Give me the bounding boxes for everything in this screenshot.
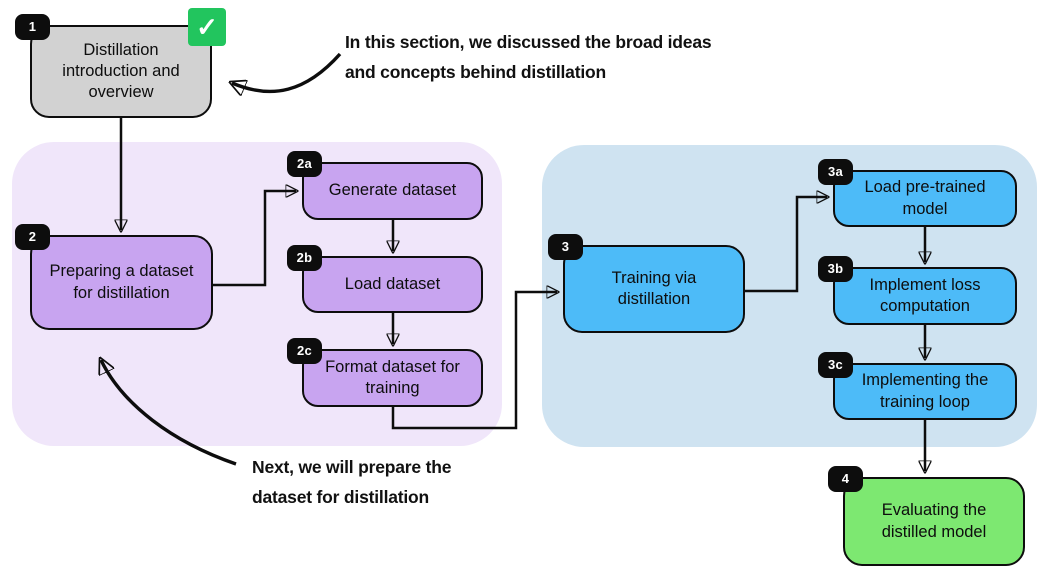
step-2b-badge: 2b (287, 245, 322, 271)
step-3b-badge: 3b (818, 256, 853, 282)
step-2c-badge: 2c (287, 338, 322, 364)
step-1-box: 1 Distillation introduction and overview (15, 14, 212, 118)
step-2c-box: 2c Format dataset for training (287, 338, 483, 407)
step-2a-label: Generate dataset (328, 181, 457, 200)
intro-note-arrow (232, 52, 342, 91)
step-3c-label: Implementing the training loop (861, 371, 989, 411)
connector-2-to-2a (213, 191, 296, 287)
step-1-label: Distillation introduction and overview (62, 40, 180, 102)
step-4-label: Evaluating the distilled model (881, 501, 987, 541)
step-4-badge: 4 (828, 466, 863, 492)
step-3a-box: 3a Load pre-trained model (818, 159, 1017, 227)
step-3b-box: 3b Implement loss computation (818, 256, 1017, 325)
connector-2c-to-3 (391, 292, 557, 430)
intro-annotation-line2: and concepts behind distillation (345, 62, 606, 82)
step-2-box: 2 Preparing a dataset for distillation (15, 224, 213, 330)
next-annotation-line1: Next, we will prepare the (252, 457, 452, 477)
connector-3-to-3a (745, 197, 827, 293)
next-annotation: Next, we will prepare the dataset for di… (252, 452, 451, 512)
step-3a-badge: 3a (818, 159, 853, 185)
step-4-box: 4 Evaluating the distilled model (828, 466, 1025, 566)
step-2-badge: 2 (15, 224, 50, 250)
step-2-label: Preparing a dataset for distillation (49, 262, 194, 302)
step-3b-label: Implement loss computation (869, 275, 981, 315)
completed-check-icon: ✓ (188, 8, 226, 46)
next-note-arrow (101, 360, 237, 466)
intro-annotation: In this section, we discussed the broad … (345, 27, 712, 87)
next-annotation-line2: dataset for distillation (252, 487, 430, 507)
step-2a-badge: 2a (287, 151, 322, 177)
step-3c-box: 3c Implementing the training loop (818, 352, 1017, 420)
step-1-badge: 1 (15, 14, 50, 40)
step-2b-label: Load dataset (344, 274, 441, 293)
step-3a-label: Load pre-trained model (864, 178, 986, 218)
step-3-badge: 3 (548, 234, 583, 260)
step-2c-label: Format dataset for training (325, 357, 460, 397)
step-2b-box: 2b Load dataset (287, 245, 483, 313)
step-2a-box: 2a Generate dataset (287, 151, 483, 220)
step-3c-badge: 3c (818, 352, 853, 378)
step-3-box: 3 Training via distillation (548, 234, 745, 333)
intro-annotation-line1: In this section, we discussed the broad … (345, 32, 712, 52)
step-3-label: Training via distillation (611, 268, 697, 308)
